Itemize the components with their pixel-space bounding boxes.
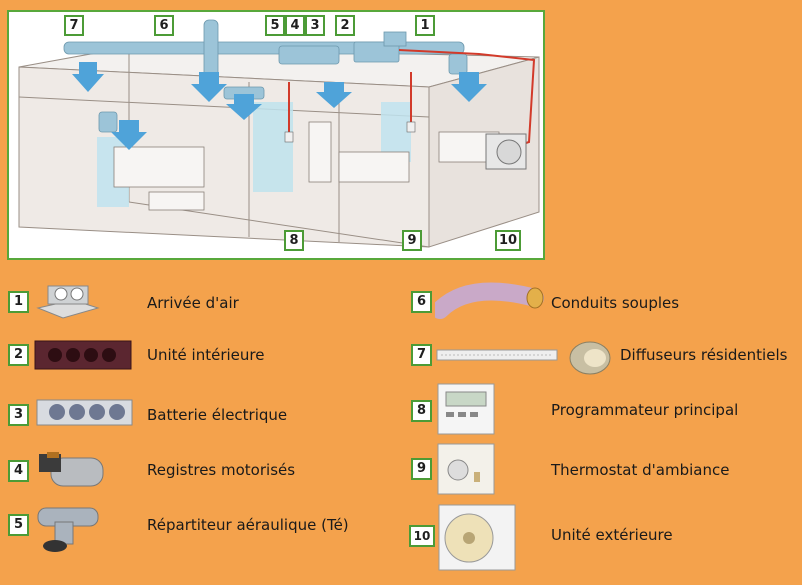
legend-badge-1: 1 [8, 291, 29, 313]
legend-label-8: Programmateur principal [551, 401, 739, 419]
callout-4: 4 [285, 15, 305, 36]
legend-label-3: Batterie électrique [147, 406, 288, 424]
indoor-unit-icon [33, 335, 133, 379]
callout-6: 6 [154, 15, 174, 36]
legend-label-7: Diffuseurs résidentiels [620, 346, 788, 364]
motorized-damper-icon [33, 448, 108, 497]
electric-coil-icon [33, 390, 138, 439]
callout-7: 7 [64, 15, 84, 36]
tee-splitter-icon [33, 500, 103, 559]
legend-label-1: Arrivée d'air [147, 294, 239, 312]
legend-label-5: Répartiteur aéraulique (Té) [147, 516, 349, 534]
outdoor-unit-shape [485, 133, 527, 170]
air-inlet-icon [33, 278, 103, 332]
callout-3: 3 [305, 15, 325, 36]
legend-badge-10: 10 [409, 525, 435, 547]
legend-badge-5: 5 [8, 514, 29, 536]
legend-label-10: Unité extérieure [551, 526, 673, 544]
legend-label-4: Registres motorisés [147, 461, 296, 479]
legend-label-6: Conduits souples [551, 294, 680, 312]
legend-label-9: Thermostat d'ambiance [551, 461, 730, 479]
callout-2: 2 [335, 15, 355, 36]
legend-badge-4: 4 [8, 460, 29, 482]
legend-badge-2: 2 [8, 344, 29, 366]
callout-8: 8 [284, 230, 304, 251]
legend-badge-9: 9 [411, 458, 432, 480]
flexible-duct-icon [431, 280, 545, 329]
callout-5: 5 [265, 15, 285, 36]
legend-badge-3: 3 [8, 404, 29, 426]
callout-1: 1 [415, 15, 435, 36]
callout-9: 9 [402, 230, 422, 251]
callout-10: 10 [495, 230, 521, 251]
house-diagram: 7 6 5 4 3 2 1 8 9 10 [7, 10, 545, 260]
legend-badge-6: 6 [411, 291, 432, 313]
diffuser-icon [435, 340, 620, 384]
legend-label-2: Unité intérieure [147, 346, 265, 364]
thermostat-icon [436, 442, 496, 501]
outdoor-unit-icon [437, 500, 517, 579]
legend-badge-7: 7 [411, 344, 432, 366]
legend-badge-8: 8 [411, 400, 432, 422]
house-cutaway-illustration [18, 19, 540, 248]
programmer-icon [436, 382, 496, 441]
